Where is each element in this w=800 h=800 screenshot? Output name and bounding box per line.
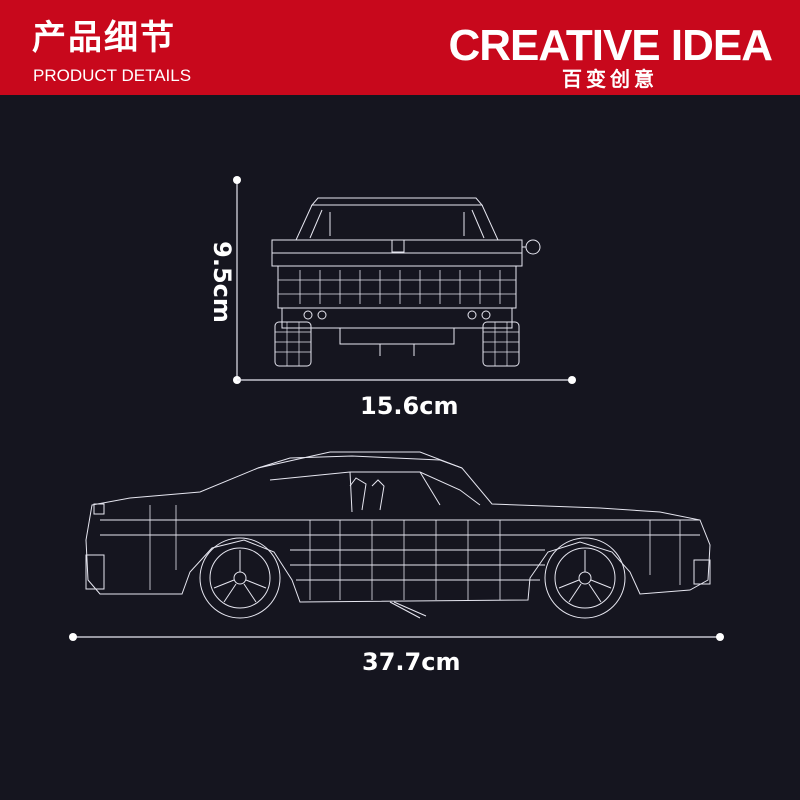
length-label: 37.7cm	[362, 648, 461, 676]
header-bar: 产品细节 PRODUCT DETAILS CREATIVE IDEA 百变创意	[0, 0, 800, 95]
height-dimension-line	[233, 176, 241, 384]
brand-logo-en: CREATIVE IDEA	[448, 21, 773, 70]
height-label: 9.5cm	[208, 241, 236, 323]
front-wheel	[544, 537, 626, 619]
rear-wheel	[199, 537, 281, 619]
width-dimension-line	[237, 376, 576, 384]
brand-logo-cn: 百变创意	[562, 67, 658, 91]
page-title-cn: 产品细节	[32, 18, 176, 58]
car-side-view	[85, 451, 711, 619]
length-dimension-line	[69, 633, 724, 641]
page-title-en: PRODUCT DETAILS	[33, 66, 192, 85]
width-label: 15.6cm	[360, 392, 459, 420]
car-front-view	[271, 197, 541, 367]
